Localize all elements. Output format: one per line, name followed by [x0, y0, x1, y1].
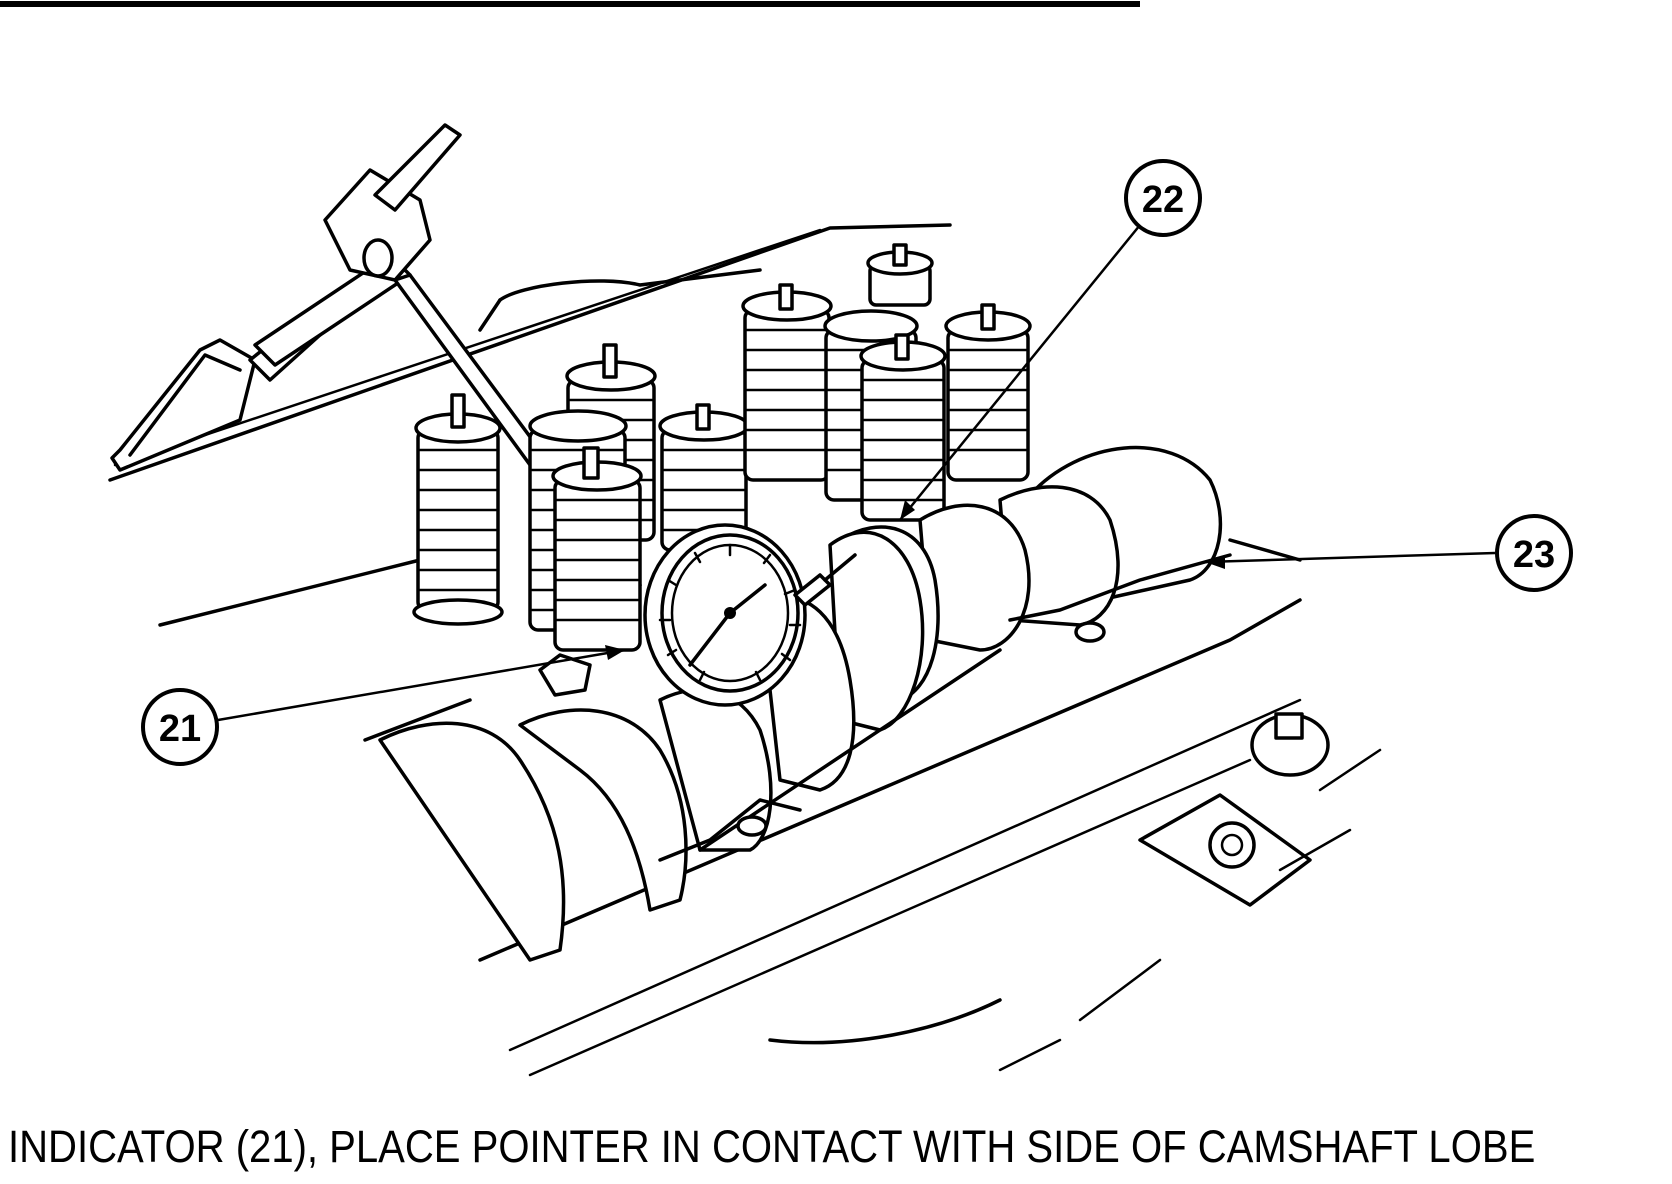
bearing-caps	[538, 553, 1330, 907]
leader-lines	[217, 224, 1496, 722]
callout-22-label: 22	[1142, 179, 1184, 221]
camshaft	[378, 445, 1223, 962]
callout-21-label: 21	[159, 708, 201, 750]
callout-22: 22	[1124, 159, 1202, 237]
valve-springs	[412, 243, 1032, 652]
dial-indicator	[643, 523, 857, 707]
callout-21: 21	[141, 688, 219, 766]
procedure-caption: INDICATOR (21), PLACE POINTER IN CONTACT…	[8, 1121, 1536, 1172]
cylinder-head-outline	[108, 223, 1382, 1077]
callout-23-label: 23	[1513, 534, 1555, 576]
callout-23: 23	[1495, 514, 1573, 592]
